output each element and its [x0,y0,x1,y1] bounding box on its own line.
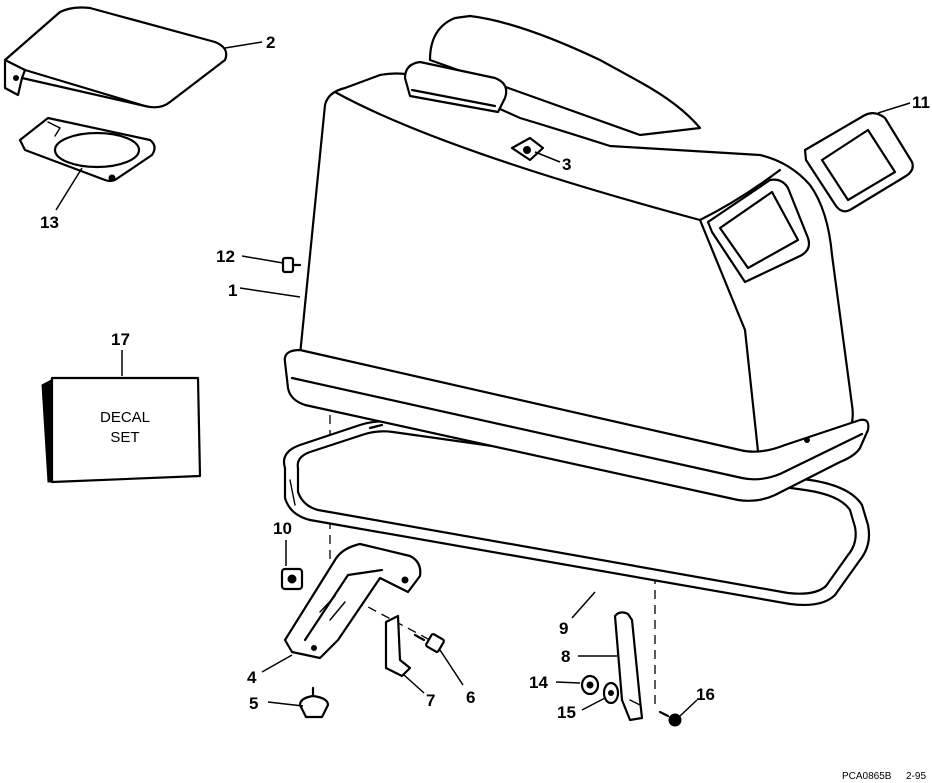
callout-8: 8 [561,647,570,666]
part-14-lock-washer [580,674,600,696]
part-16-screw [658,710,682,727]
callout-1: 1 [228,281,237,300]
callout-11: 11 [912,93,930,112]
callout-15: 15 [557,703,576,722]
part-6-bolt [413,633,445,653]
callout-17: 17 [111,330,130,349]
callout-9: 9 [559,619,568,638]
callout-3: 3 [562,155,571,174]
part-10-nut [280,567,304,591]
part-7-latch-hook [384,614,412,678]
part-8-latch-plate [613,611,644,722]
part-11-window [803,111,914,213]
callout-6: 6 [466,688,475,707]
drawing-date: 2-95 [906,771,926,782]
callout-13: 13 [40,213,59,232]
part-9-cowl-seal [282,420,871,607]
part-2-top-cover [3,6,228,109]
callout-labels: 1 2 3 4 5 6 7 8 9 10 11 12 13 14 15 16 1… [40,33,930,722]
part-3-clip [510,136,545,162]
callout-7: 7 [426,691,435,710]
decal-box-line1: DECAL [100,409,150,426]
part-17-decal-set-box: DECAL SET [41,376,202,484]
part-13-grommet-plate [18,116,156,183]
decal-box-line2: SET [110,429,139,446]
callout-14: 14 [529,673,548,692]
part-4-latch-bracket [283,542,422,660]
footer: PCA0865B 2-95 [842,771,926,782]
callout-2: 2 [266,33,275,52]
callout-12: 12 [216,247,235,266]
callout-16: 16 [696,685,715,704]
callout-10: 10 [273,519,292,538]
part-1-engine-cowl [283,14,870,502]
callout-5: 5 [249,694,258,713]
part-12-screw [281,256,302,274]
part-15-flat-washer [602,681,620,705]
leader-lines [55,41,911,717]
drawing-code: PCA0865B [842,771,892,782]
part-5-bumper [298,686,330,719]
callout-4: 4 [247,668,257,687]
